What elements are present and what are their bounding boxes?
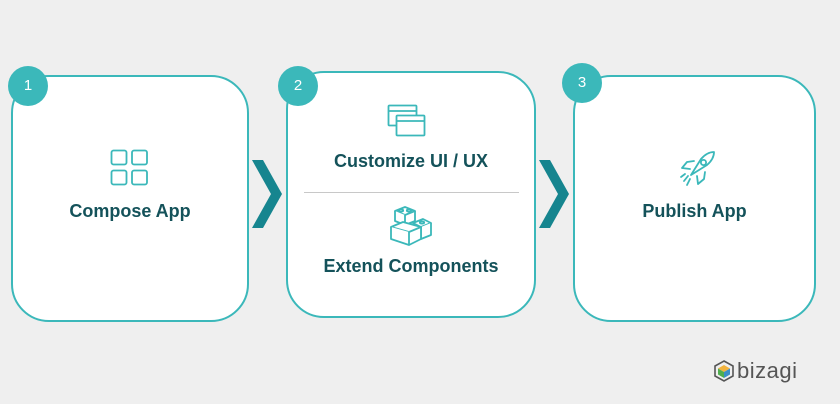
- step-2-divider: [304, 192, 519, 193]
- step-2-label-extend: Extend Components: [323, 256, 499, 276]
- step-1-badge: 1: [8, 66, 48, 106]
- rocket-icon: [680, 151, 715, 186]
- step-2-label-customize: Customize UI / UX: [333, 151, 489, 171]
- windows-icon: [387, 104, 426, 137]
- chevron-right-icon: [539, 160, 569, 228]
- bizagi-hexagon-icon: [714, 360, 734, 382]
- step-3-label: Publish App: [642, 201, 747, 221]
- chevron-right-icon: [252, 160, 282, 228]
- bizagi-logo: bizagi: [714, 358, 797, 384]
- bizagi-logo-text: bizagi: [737, 358, 798, 383]
- step-3-card: [573, 75, 816, 322]
- grid-icon: [110, 149, 148, 186]
- step-2-badge: 2: [278, 66, 318, 106]
- step-1-card: [11, 75, 249, 322]
- building-blocks-icon: [390, 206, 432, 246]
- step-3-badge: 3: [562, 63, 602, 103]
- step-1-label: Compose App: [69, 201, 191, 221]
